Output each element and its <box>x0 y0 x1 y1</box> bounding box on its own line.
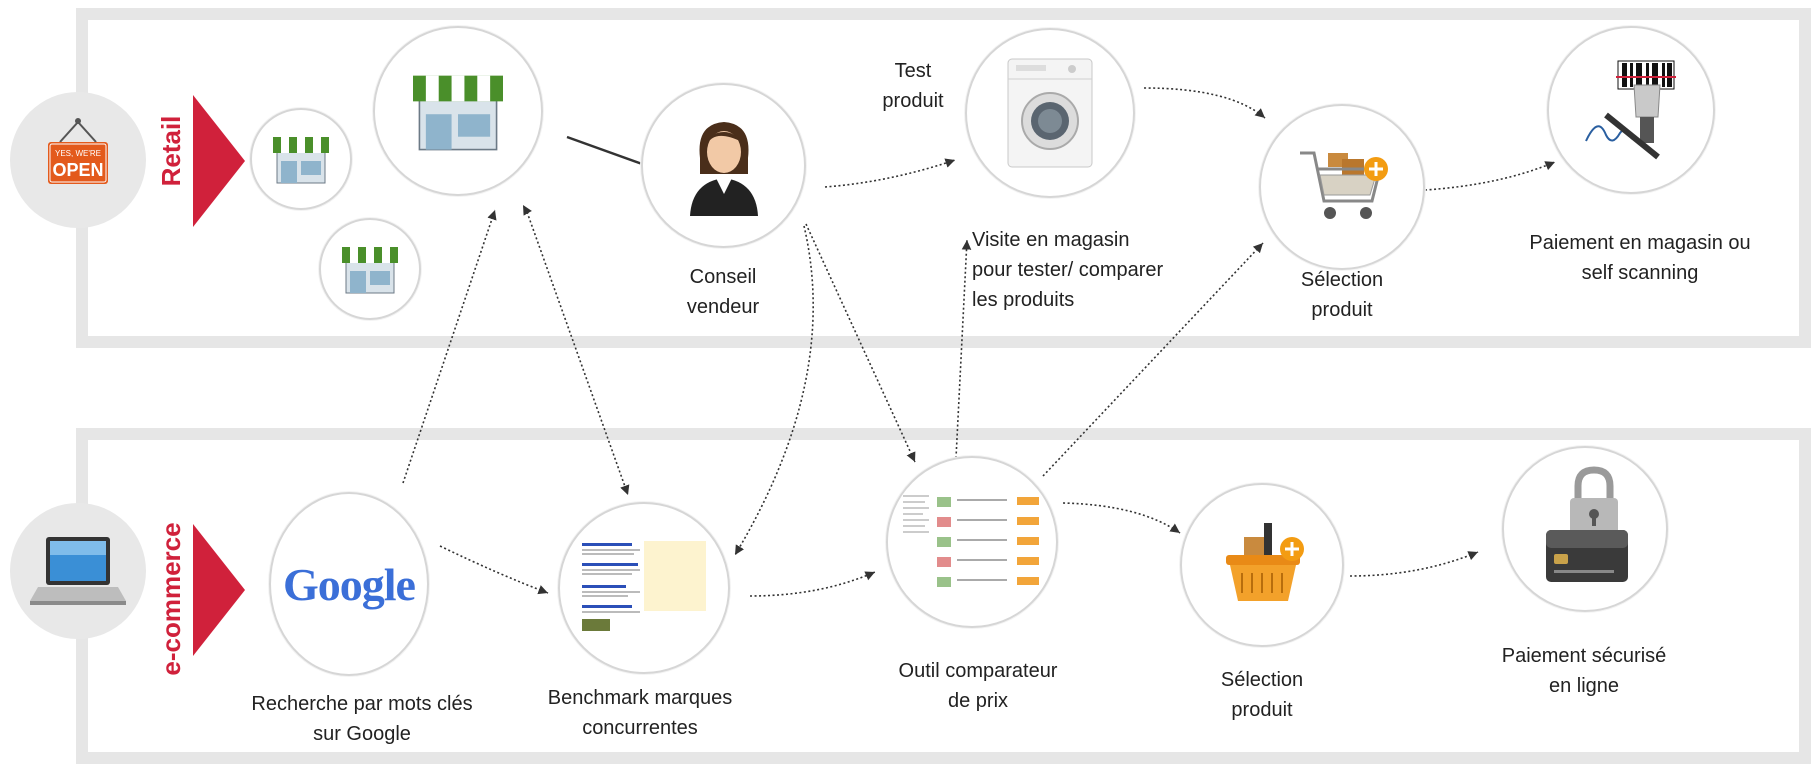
label-selection-produit-ecom: Sélection produit <box>1220 669 1304 721</box>
store-icon <box>413 75 503 151</box>
small-store-node-2 <box>319 218 421 320</box>
label-conseil-vendeur: Conseil vendeur <box>686 266 760 318</box>
label-outil-comparateur: Outil comparateur de prix <box>898 660 1058 712</box>
shopping-basket-icon <box>1226 523 1304 601</box>
label-test-produit: Test produit <box>882 60 944 112</box>
google-logo: Google <box>283 558 416 611</box>
svg-text:YES, WE'RE: YES, WE'RE <box>55 149 101 158</box>
self-scan-node <box>1547 26 1715 194</box>
small-store-node-1 <box>250 108 352 210</box>
secure-payment-node <box>1502 446 1668 612</box>
label-visite-magasin: Visite en magasin pour tester/ comparer … <box>972 229 1164 311</box>
store-icon <box>342 247 398 294</box>
shopping-cart-icon <box>1300 151 1388 219</box>
basket-node <box>1180 483 1344 647</box>
ecommerce-lane-arrow <box>193 524 245 656</box>
label-selection-produit-retail: Sélection produit <box>1300 269 1384 321</box>
vendor-node <box>641 83 806 248</box>
price-comparator-icon <box>899 489 1045 595</box>
retail-lane-label: Retail <box>156 115 186 187</box>
store-icon <box>273 137 329 184</box>
svg-text:OPEN: OPEN <box>52 160 103 180</box>
google-search-node: Google <box>269 492 429 676</box>
label-benchmark: Benchmark marques concurrentes <box>547 687 733 739</box>
label-recherche-google: Recherche par mots clés sur Google <box>251 693 473 745</box>
scanner-signature-icon <box>1585 60 1676 160</box>
ecommerce-lane-icon <box>10 503 146 639</box>
retail-lane-arrow <box>193 95 245 227</box>
washer-node <box>965 28 1135 198</box>
open-sign-icon: YES, WE'RE OPEN <box>48 118 108 184</box>
laptop-icon <box>30 537 126 605</box>
washing-machine-icon <box>1007 58 1093 168</box>
google-logo-text: Google <box>283 558 416 610</box>
search-results-icon <box>578 537 710 639</box>
padlock-card-icon <box>1546 466 1628 582</box>
comparator-node <box>886 456 1058 628</box>
ecommerce-lane-label: e-commerce <box>156 522 186 676</box>
label-paiement-magasin: Paiement en magasin ou self scanning <box>1529 232 1751 284</box>
cart-node <box>1259 104 1425 270</box>
saleswoman-icon <box>689 121 758 216</box>
label-paiement-securise: Paiement sécurisé en ligne <box>1501 645 1667 697</box>
retail-lane-icon: YES, WE'RE OPEN <box>10 92 146 228</box>
store-node <box>373 26 543 196</box>
benchmark-node <box>558 502 730 674</box>
